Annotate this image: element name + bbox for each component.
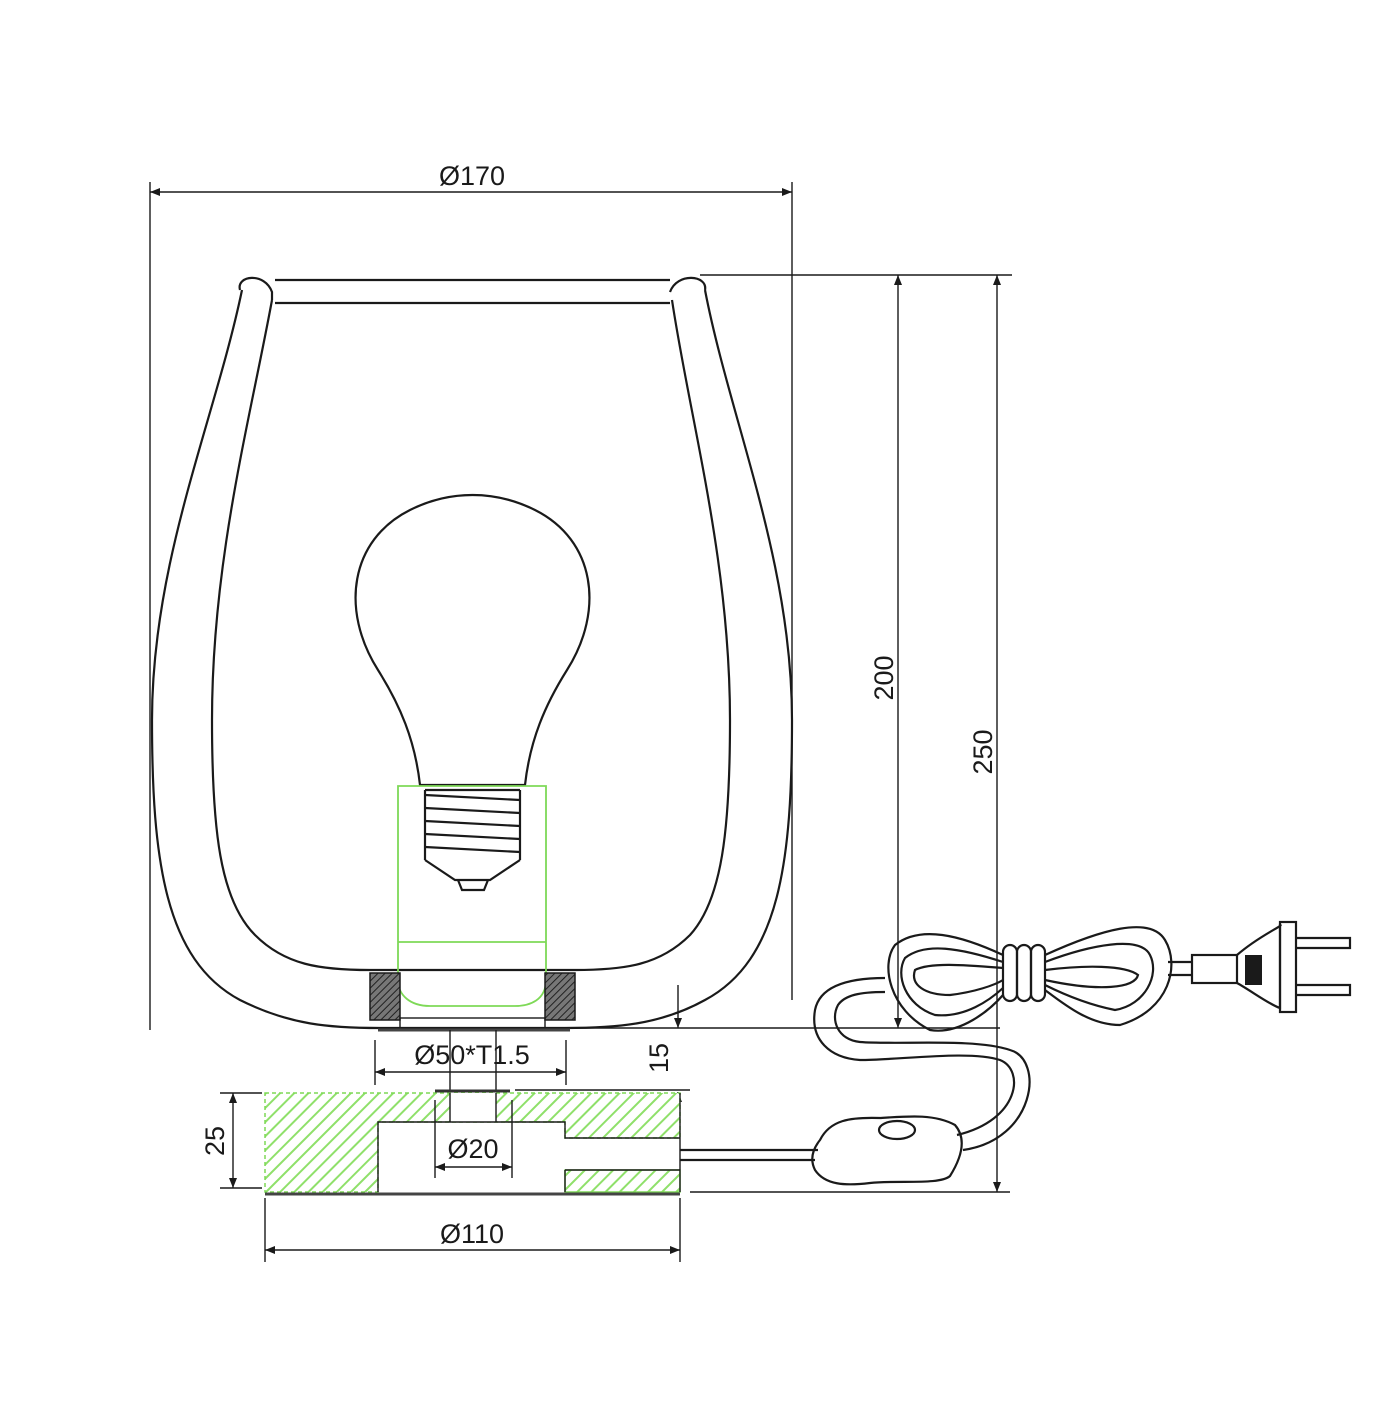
gap-height-label: 15 bbox=[644, 1043, 674, 1073]
shade-diameter-dimension: Ø170 bbox=[149, 161, 793, 1030]
total-height-label: 250 bbox=[968, 729, 998, 774]
lamp-base bbox=[264, 1089, 681, 1196]
shade-diameter-label: Ø170 bbox=[439, 161, 505, 191]
total-height-dimension: 250 bbox=[690, 275, 1010, 1193]
tube-spec-label: Ø50*T1.5 bbox=[414, 1040, 530, 1070]
power-cord bbox=[680, 926, 1192, 1186]
light-bulb bbox=[354, 493, 591, 892]
hole-diameter-dimension: Ø20 bbox=[434, 1100, 513, 1178]
tube-spec-dimension: Ø50*T1.5 bbox=[374, 1030, 567, 1092]
socket-collar bbox=[369, 972, 576, 1032]
shade-height-dimension: 200 bbox=[575, 275, 1000, 1029]
base-diameter-dimension: Ø110 bbox=[264, 1198, 681, 1262]
base-height-dimension: 25 bbox=[200, 1092, 262, 1189]
power-plug bbox=[1190, 920, 1352, 1014]
lamp-socket bbox=[397, 785, 547, 1007]
shade-height-label: 200 bbox=[869, 655, 899, 700]
hole-diameter-label: Ø20 bbox=[447, 1134, 498, 1164]
base-diameter-label: Ø110 bbox=[440, 1219, 504, 1249]
base-height-label: 25 bbox=[200, 1126, 230, 1156]
lamp-shade bbox=[150, 274, 1012, 1030]
